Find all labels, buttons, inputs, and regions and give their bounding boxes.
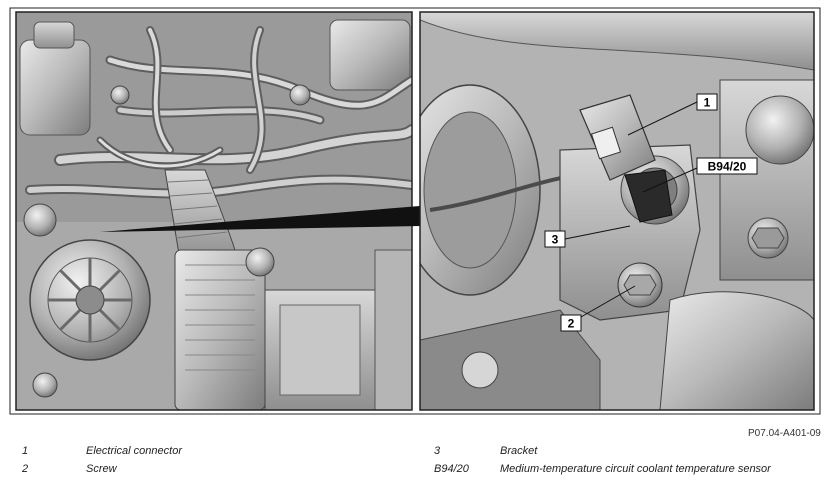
detail-panel-frame [419, 11, 815, 411]
legend-num-2: 2 [22, 463, 29, 475]
legend-num-b94-20: B94/20 [434, 463, 469, 475]
legend-text-2: Screw [86, 463, 117, 475]
zoom-indicator [100, 206, 420, 232]
legend-text-3: Bracket [500, 445, 538, 457]
callout-label-2: 2 [568, 317, 575, 331]
callout-label-b94-20: B94/20 [708, 160, 747, 174]
legend-text-1: Electrical connector [86, 445, 182, 457]
callout-label-3: 3 [552, 233, 559, 247]
engine-illustration: 1 B94/20 3 2 [9, 7, 821, 415]
callout-3: 3 [544, 230, 566, 248]
figure-code: P07.04-A401-09 [748, 428, 821, 439]
callout-b94-20: B94/20 [696, 157, 758, 175]
legend-num-1: 1 [22, 445, 29, 457]
callout-label-1: 1 [704, 96, 711, 110]
figure-frame [9, 7, 821, 415]
overview-panel [16, 12, 412, 410]
callout-1: 1 [696, 93, 718, 111]
legend-text-b94-20: Medium-temperature circuit coolant tempe… [500, 463, 771, 475]
legend-num-3: 3 [434, 445, 441, 457]
callout-2: 2 [560, 314, 582, 332]
detail-panel: 1 B94/20 3 2 [420, 12, 814, 410]
